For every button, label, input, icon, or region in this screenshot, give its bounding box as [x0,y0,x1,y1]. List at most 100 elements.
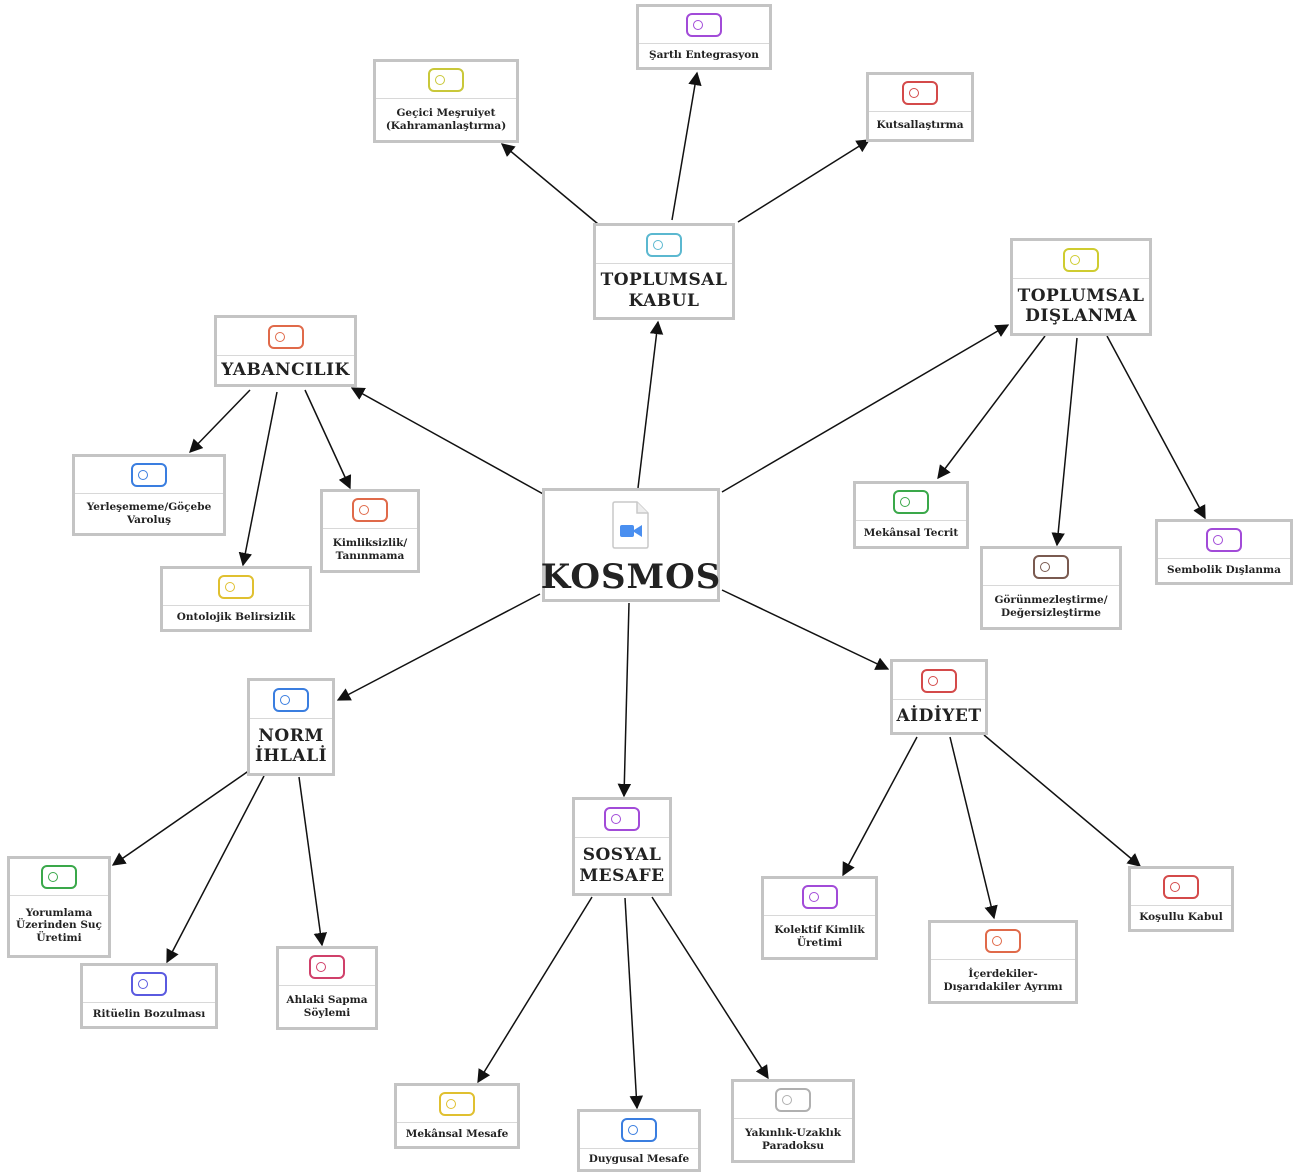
node-rituelin-bozulmasi[interactable]: Ritüelin Bozulması [80,963,218,1029]
node-label: TOPLUMSAL KABUL [600,270,728,311]
node-label: Mekânsal Tecrit [863,527,959,540]
node-label: Şartlı Entegrasyon [649,49,759,62]
node-toplumsal-kabul[interactable]: TOPLUMSAL KABUL [593,223,735,320]
tag-icon [218,575,254,599]
node-norm-ihlali[interactable]: NORM İHLALİ [247,678,335,776]
edge-norm-rituel [166,775,265,964]
node-sembolik-dislanma[interactable]: Sembolik Dışlanma [1155,519,1293,585]
node-kosullu-kabul[interactable]: Koşullu Kabul [1128,866,1234,932]
video-file-icon [611,501,651,549]
node-duygusal-mesafe[interactable]: Duygusal Mesafe [577,1109,701,1172]
tag-icon [41,865,77,889]
edge-yabancilik-kimliksizlik [304,389,352,490]
edge-aidiyet-kosullu [983,734,1142,867]
edge-sosyal-mekmesafe [477,896,593,1084]
node-label: Ritüelin Bozulması [92,1008,206,1021]
node-label: Mekânsal Mesafe [405,1128,509,1141]
edge-kosmos-sosyal [617,602,632,798]
edge-kosmos-dislanma [721,324,1010,493]
node-gorunmezlestirme[interactable]: Görünmezleştirme/ Değersizleştirme [980,546,1122,630]
node-label: YABANCILIK [221,359,350,380]
node-label: Kolektif Kimlik Üretimi [774,924,865,949]
tag-icon [131,463,167,487]
node-label: SOSYAL MESAFE [579,845,665,886]
node-label: Geçici Meşruiyet (Kahramanlaştırma) [385,107,507,132]
edge-kabul-sartli [671,71,702,221]
edge-yabancilik-yerlesememe [189,389,251,453]
tag-icon [131,972,167,996]
node-label: TOPLUMSAL DIŞLANMA [1017,285,1145,326]
node-label: AİDİYET [896,705,982,726]
edge-kosmos-yabancilik [350,387,546,496]
edge-kabul-kutsal [737,139,871,223]
tag-icon [621,1118,657,1142]
node-label: Ahlaki Sapma Söylemi [286,994,368,1019]
node-kolektif-kimlik[interactable]: Kolektif Kimlik Üretimi [761,876,878,960]
tag-icon [686,13,722,37]
node-sartli-entegrasyon[interactable]: Şartlı Entegrasyon [636,4,772,70]
node-aidiyet[interactable]: AİDİYET [890,659,988,735]
node-mekansal-tecrit[interactable]: Mekânsal Tecrit [853,481,969,549]
node-yakinlik-paradoksu[interactable]: Yakınlık-Uzaklık Paradoksu [731,1079,855,1163]
node-icerdekiler-disaridakiler[interactable]: İçerdekiler-Dışarıdakiler Ayrımı [928,920,1078,1004]
edge-kosmos-aidiyet [721,589,890,670]
node-kutsallastirma[interactable]: Kutsallaştırma [866,72,974,142]
edge-dislanma-gorunmez [1051,337,1078,547]
tag-icon [1206,528,1242,552]
tag-icon [893,490,929,514]
node-ahlaki-sapma[interactable]: Ahlaki Sapma Söylemi [276,946,378,1030]
node-label: Kutsallaştırma [876,119,964,132]
node-label: Duygusal Mesafe [588,1152,690,1165]
node-yorumlama[interactable]: Yorumlama Üzerinden Suç Üretimi [7,856,111,958]
tag-icon [1063,248,1099,272]
tag-icon [267,325,304,349]
tag-icon [273,688,309,712]
node-label: Yakınlık-Uzaklık Paradoksu [744,1127,842,1152]
tag-icon [902,81,938,105]
tag-icon [1033,555,1069,579]
edge-kosmos-toplumsal-kabul [637,320,664,489]
edge-kosmos-norm [336,593,541,701]
tag-icon [775,1088,811,1112]
tag-icon [352,498,388,522]
node-ontolojik-belirsizlik[interactable]: Ontolojik Belirsizlik [160,566,312,632]
node-label: Sembolik Dışlanma [1167,564,1281,577]
node-label: Yerleşememe/Göçebe Varoluş [86,501,212,526]
node-label: İçerdekiler-Dışarıdakiler Ayrımı [943,968,1063,993]
tag-icon [428,68,464,92]
tag-icon [604,807,640,831]
node-yabancilik[interactable]: YABANCILIK [214,315,357,387]
edge-dislanma-mekansal [937,335,1046,480]
node-label: Koşullu Kabul [1139,911,1223,924]
tag-icon [439,1092,475,1116]
edge-aidiyet-icerdekiler [949,736,998,920]
node-label: Görünmezleştirme/ Değersizleştirme [994,594,1108,619]
node-yerlesememe[interactable]: Yerleşememe/Göçebe Varoluş [72,454,226,536]
kosmos-title: KOSMOS [540,557,722,597]
node-mekansal-mesafe[interactable]: Mekânsal Mesafe [394,1083,520,1149]
node-label: Yorumlama Üzerinden Suç Üretimi [16,906,102,944]
edge-dislanma-sembolik [1106,335,1206,520]
edge-aidiyet-kolektif [842,736,918,877]
edge-sosyal-yakinlik [651,896,769,1080]
edge-sosyal-duygusal [624,897,644,1110]
tag-icon [985,929,1021,953]
node-gecici-mesruiyet[interactable]: Geçici Meşruiyet (Kahramanlaştırma) [373,59,519,143]
tag-icon [1163,875,1199,899]
node-label: Kimliksizlik/ Tanınmama [332,537,408,562]
edge-norm-ahlaki [298,776,328,947]
node-toplumsal-dislanma[interactable]: TOPLUMSAL DIŞLANMA [1010,238,1152,336]
node-label: NORM İHLALİ [254,725,328,766]
kosmos-node[interactable]: KOSMOS [541,488,720,602]
tag-icon [646,233,682,257]
tag-icon [921,669,957,693]
edge-kabul-gecici [500,143,599,225]
tag-icon [309,955,345,979]
edge-norm-yorumlama [111,769,251,866]
node-sosyal-mesafe[interactable]: SOSYAL MESAFE [572,797,672,896]
edge-yabancilik-ontolojik [238,391,278,567]
node-label: Ontolojik Belirsizlik [176,611,296,624]
node-kimliksizlik[interactable]: Kimliksizlik/ Tanınmama [320,489,420,573]
tag-icon [801,885,838,909]
